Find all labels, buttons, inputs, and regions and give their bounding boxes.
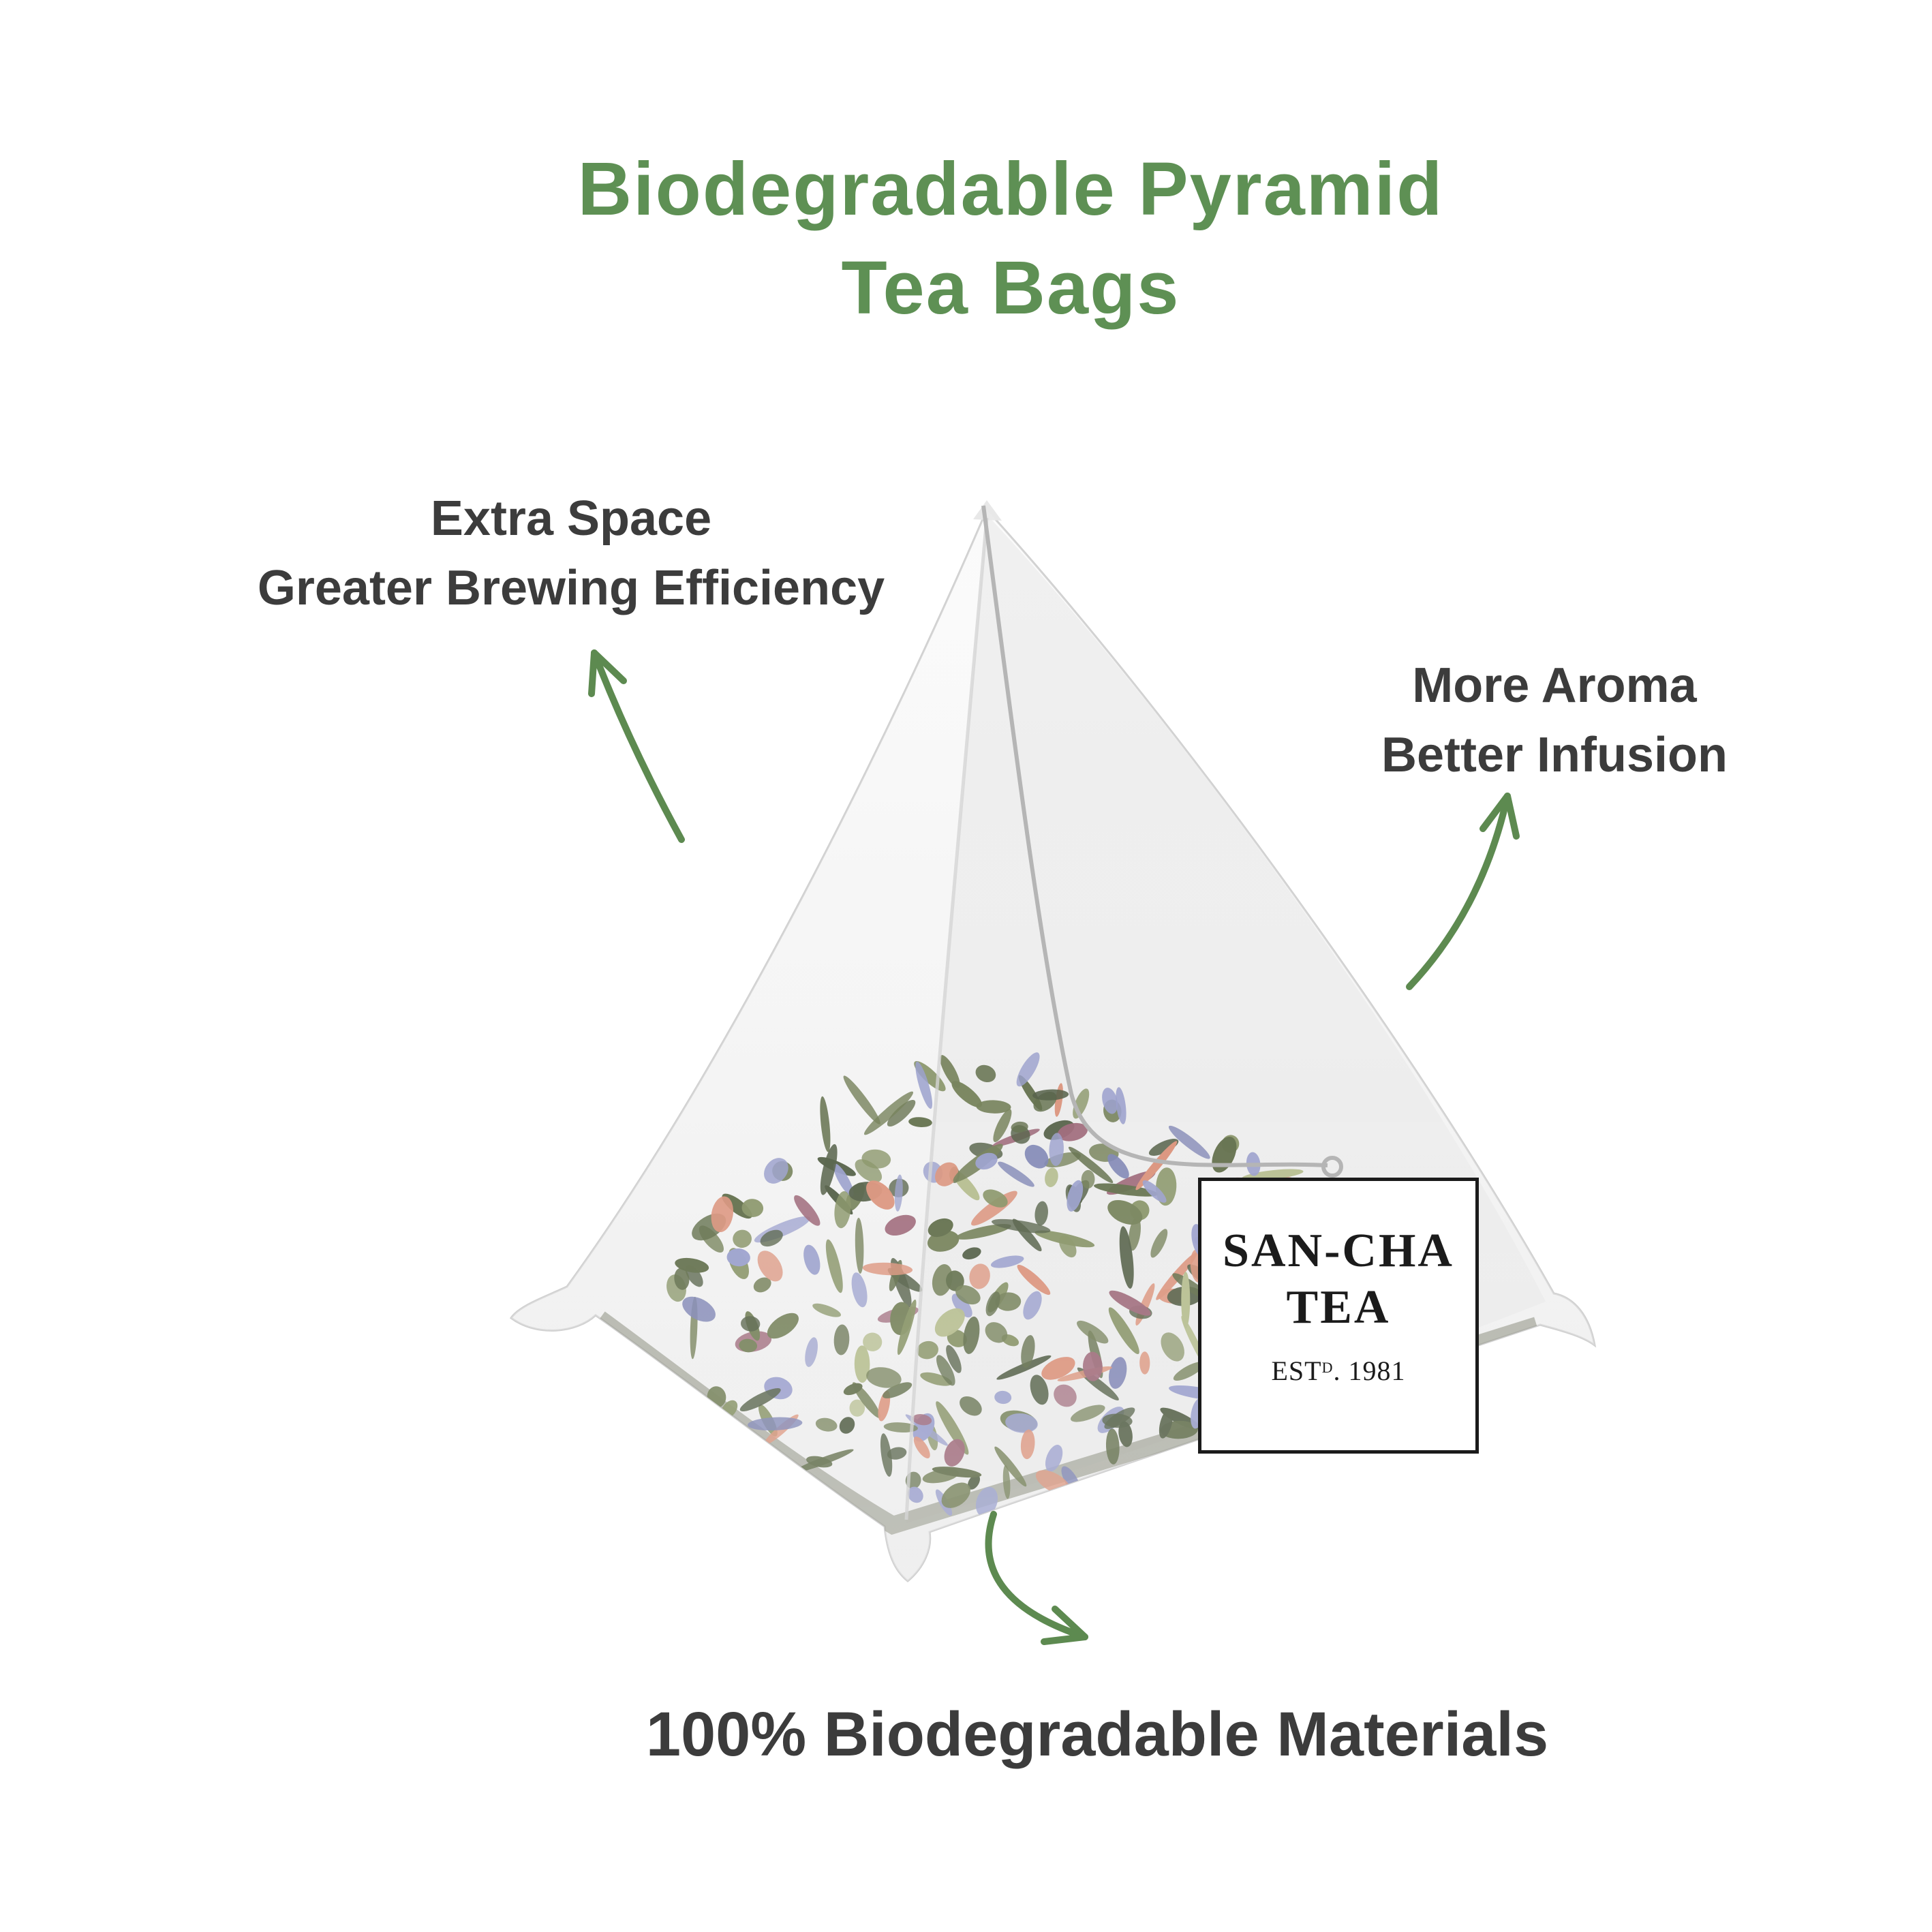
- bottom-arrow-icon: [985, 1511, 1088, 1645]
- tag-est-sup: D: [1321, 1359, 1334, 1377]
- teabag-apex-fold: [973, 500, 1002, 521]
- annotation-extra-space: Extra Space Greater Brewing Efficiency: [162, 484, 980, 623]
- teabag-front-crease: [904, 517, 989, 1520]
- right-arrow-icon: [1406, 793, 1520, 990]
- annotation-more-aroma-line-1: More Aroma: [1412, 658, 1697, 713]
- left-arrow-icon: [588, 649, 685, 843]
- title-line-2: Tea Bags: [841, 246, 1180, 331]
- tag-est-line: ESTD. 1981: [1201, 1355, 1475, 1387]
- page-title: Biodegradable Pyramid Tea Bags: [193, 140, 1828, 337]
- teabag-string: [981, 505, 1343, 1178]
- title-line-1: Biodegradable Pyramid: [577, 147, 1444, 231]
- annotation-biodegradable-text: 100% Biodegradable Materials: [645, 1700, 1549, 1769]
- annotation-biodegradable: 100% Biodegradable Materials: [259, 1697, 1932, 1772]
- tag-est-prefix: EST: [1271, 1355, 1322, 1387]
- tag-est-rest: . 1981: [1333, 1355, 1406, 1387]
- tag-brand-line-1: SAN-CHA: [1223, 1225, 1454, 1277]
- tea-tag: SAN-CHA TEA ESTD. 1981: [1198, 1178, 1479, 1454]
- tag-brand-line-2: TEA: [1286, 1281, 1391, 1334]
- annotation-extra-space-line-2: Greater Brewing Efficiency: [257, 561, 885, 616]
- annotation-more-aroma: More Aroma Better Infusion: [1214, 651, 1895, 790]
- annotation-more-aroma-line-2: Better Infusion: [1381, 728, 1728, 783]
- annotation-extra-space-line-1: Extra Space: [430, 491, 712, 546]
